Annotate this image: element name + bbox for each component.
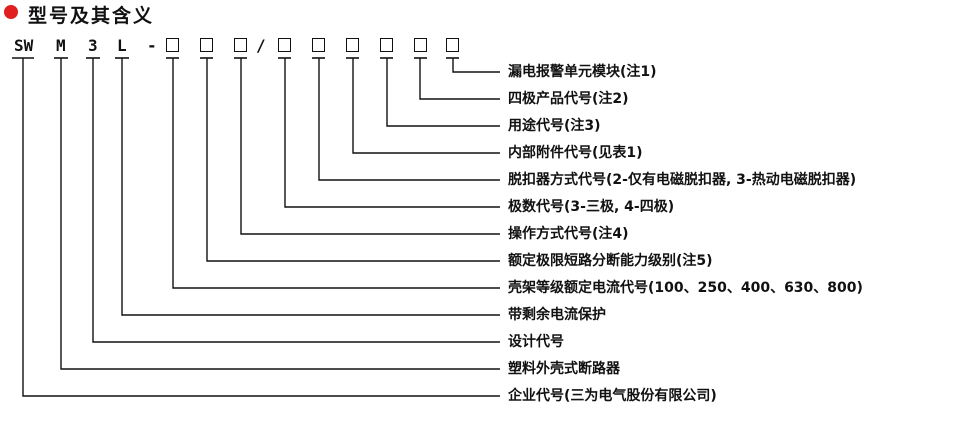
connector-line	[419, 58, 500, 100]
desc-item: 内部附件代号(见表1)	[508, 145, 643, 161]
desc-item: 四极产品代号(注2)	[508, 91, 629, 107]
connector-line	[240, 58, 500, 235]
connector-line	[121, 58, 500, 316]
connector-line	[352, 58, 500, 154]
connector-line	[92, 58, 500, 343]
desc-item: 漏电报警单元模块(注1)	[508, 64, 657, 80]
connector-line	[386, 58, 500, 127]
diagram-title: 型号及其含义	[28, 5, 155, 27]
code-box-accessory	[346, 38, 359, 52]
connector-line	[22, 58, 500, 397]
connector-line	[206, 58, 500, 262]
connector-line	[318, 58, 500, 181]
desc-item: 塑料外壳式断路器	[508, 361, 620, 377]
code-slash: /	[256, 36, 266, 55]
desc-item: 带剩余电流保护	[508, 307, 606, 323]
desc-item: 壳架等级额定电流代号(100、250、400、630、800)	[508, 280, 863, 296]
code-box-alarm-module	[446, 38, 459, 52]
desc-item: 额定极限短路分断能力级别(注5)	[508, 253, 713, 269]
desc-item: 用途代号(注3)	[508, 118, 601, 134]
code-box-operation	[234, 38, 247, 52]
connector-line	[284, 58, 500, 208]
code-m: M	[56, 36, 66, 55]
connector-line	[60, 58, 500, 370]
desc-item: 极数代号(3-三极, 4-四极)	[508, 199, 675, 215]
code-box-frame-current	[166, 38, 179, 52]
code-box-usage	[380, 38, 393, 52]
code-box-four-pole	[414, 38, 427, 52]
code-dash: -	[147, 36, 157, 55]
code-sw: SW	[14, 36, 34, 55]
desc-item: 操作方式代号(注4)	[508, 226, 629, 242]
code-l: L	[117, 36, 127, 55]
code-box-release	[312, 38, 325, 52]
code-3: 3	[88, 36, 98, 55]
connector-line	[452, 58, 500, 73]
bullet-icon	[4, 5, 18, 19]
desc-item: 脱扣器方式代号(2-仅有电磁脱扣器, 3-热动电磁脱扣器)	[508, 172, 857, 188]
connector-line	[172, 58, 500, 289]
desc-item: 设计代号	[508, 334, 564, 350]
code-box-breaking-capacity	[200, 38, 213, 52]
code-box-poles	[278, 38, 291, 52]
desc-item: 企业代号(三为电气股份有限公司)	[508, 388, 717, 404]
